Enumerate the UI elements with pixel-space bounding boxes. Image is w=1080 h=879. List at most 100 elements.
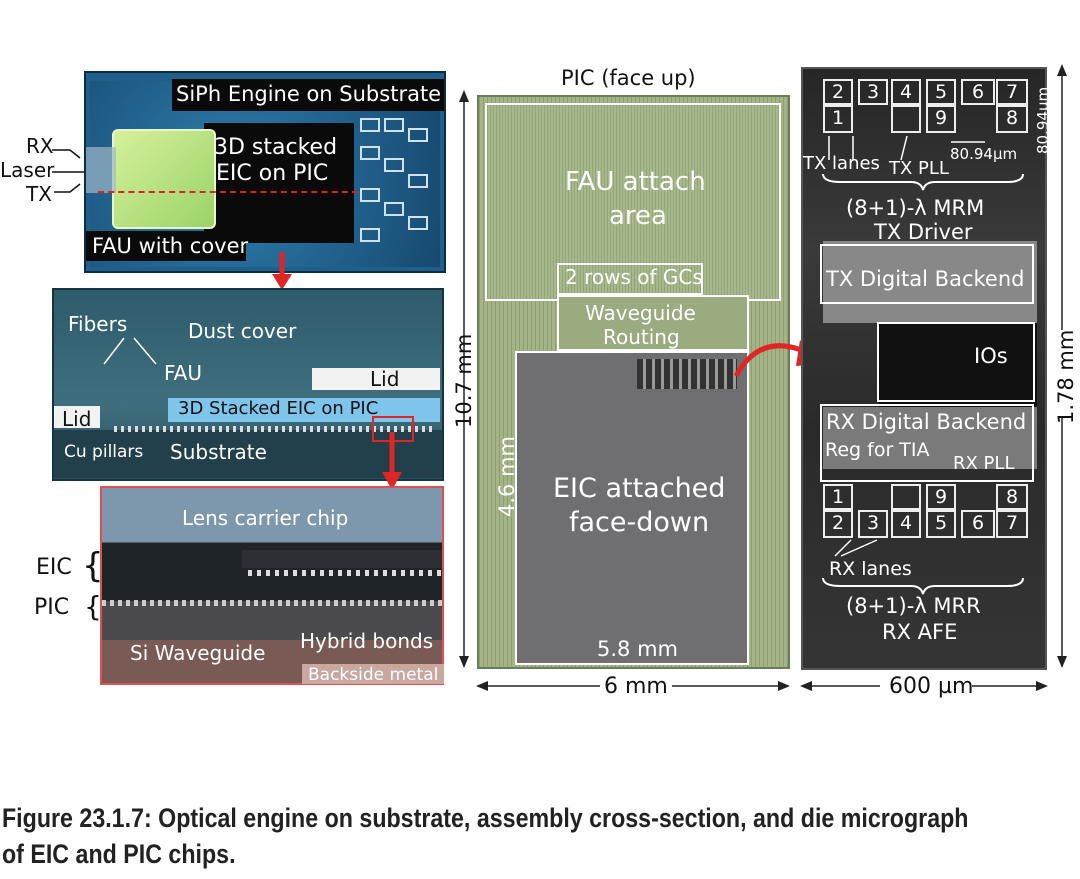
rx-cell: 1: [823, 484, 853, 510]
tx-cell: 2: [823, 79, 853, 105]
tx-mrm-2: TX Driver: [874, 220, 973, 244]
stacked-chip: [204, 123, 354, 243]
tx-pll-label: TX PLL: [889, 158, 949, 179]
lid-right-shape: [312, 368, 440, 390]
substrate-label: Substrate: [170, 440, 267, 464]
pic-die: FAU attach area 2 rows of GCs Waveguide …: [477, 95, 790, 669]
tx-cell: 8: [996, 105, 1028, 133]
stack-label-1: 3D stacked: [214, 135, 338, 160]
rx-cell: 4: [891, 510, 921, 538]
si-waveguide-label: Si Waveguide: [130, 641, 266, 665]
caption-line-2: of EIC and PIC chips.: [2, 839, 236, 869]
lid-left-shape: [54, 406, 100, 428]
laser-label: Laser: [0, 158, 55, 182]
tx-cell: 7: [996, 79, 1028, 105]
section-line: [98, 191, 358, 193]
rx-cell: 6: [961, 510, 995, 538]
tx-cell: 3: [858, 79, 888, 105]
tx-cell: 9: [926, 105, 956, 133]
width-eic-label: 5.8 mm: [597, 637, 678, 661]
tx-backend-box: [820, 244, 1034, 304]
fau-area-2: area: [609, 201, 667, 231]
eic-height-label: 1.78 mm: [1054, 329, 1078, 424]
pic-brace: {: [84, 590, 102, 623]
panel-a-title-bg: [172, 79, 444, 111]
eic-braces: [822, 135, 1024, 595]
tx-cell: 4: [891, 79, 921, 105]
tx-pll-cell: [891, 105, 921, 133]
caption-line-1: Figure 23.1.7: Optical engine on substra…: [2, 803, 969, 833]
io-arrows: [52, 149, 84, 193]
width-total-label: 6 mm: [600, 674, 672, 699]
backside-metal-label: Backside metal: [308, 665, 439, 685]
tx-backend-label: TX Digital Backend: [826, 267, 1025, 291]
rx-pll-cell: [891, 484, 921, 510]
rx-cell: 2: [823, 510, 853, 538]
rx-cell: 3: [858, 510, 888, 538]
eic-width-label: 600 µm: [889, 674, 974, 699]
tx-lanes-label: TX lanes: [803, 153, 880, 174]
fau-label: FAU with cover: [92, 234, 249, 258]
eic-brace: {: [82, 546, 104, 586]
rx-lanes-label: RX lanes: [829, 558, 912, 580]
lens-label: Lens carrier chip: [182, 506, 349, 530]
rx-backend-label: RX Digital Backend: [826, 410, 1027, 434]
stacked-band: [168, 398, 440, 422]
eic-thumbnail: [637, 359, 737, 389]
wg-routing-box: [557, 295, 749, 351]
eic-attached-2: face-down: [569, 507, 710, 538]
dust-cover-label: Dust cover: [188, 319, 297, 343]
rx-cell: 9: [926, 484, 956, 510]
fibers-label: Fibers: [68, 312, 128, 336]
pad-grid: [360, 118, 440, 248]
tx-cell: 5: [926, 79, 956, 105]
fau-area-1: FAU attach: [565, 167, 706, 197]
bond-pads: [362, 117, 438, 267]
tx-cell: 1: [823, 105, 853, 133]
cu-pillars-label: Cu pillars: [64, 442, 144, 462]
eic-dim-lines: [800, 64, 1067, 691]
stack-label-2: EIC on PIC: [216, 161, 329, 186]
eic-die: [801, 67, 1047, 670]
ios-box: [877, 322, 1035, 402]
lid-right-label: Lid: [370, 367, 400, 391]
gc-label: 2 rows of GCs: [565, 265, 703, 289]
fau-block: [112, 129, 216, 229]
pic-dim-lines: [459, 90, 790, 691]
stacked-label: 3D Stacked EIC on PIC: [178, 398, 379, 419]
figure-caption: Figure 23.1.7: Optical engine on substra…: [2, 800, 969, 872]
tx-mrm-1: (8+1)-λ MRM: [846, 196, 985, 220]
ios-label: IOs: [974, 344, 1008, 368]
wg-label-1: Waveguide: [585, 301, 696, 325]
eic-attached-1: EIC attached: [553, 473, 726, 504]
red-arrow-down-1: [272, 252, 292, 290]
eic-side-label: EIC: [36, 555, 72, 580]
rx-cell: 8: [996, 484, 1028, 510]
rx-mrr-1: (8+1)-λ MRR: [846, 594, 981, 618]
tx-cell: 6: [961, 79, 995, 105]
rx-cell: 7: [996, 510, 1028, 538]
eic-area-box: [515, 351, 749, 665]
pic-title: PIC (face up): [561, 66, 696, 90]
panel-sem: Lens carrier chip Si Waveguide Hybrid bo…: [100, 486, 444, 685]
rx-mrr-2: RX AFE: [882, 620, 958, 644]
panel-a-title: SiPh Engine on Substrate: [176, 82, 442, 106]
hybrid-bonds-label: Hybrid bonds: [300, 629, 434, 653]
tx-label: TX: [26, 182, 52, 206]
rx-cell: 5: [926, 510, 956, 538]
rx-label: RX: [26, 134, 54, 158]
pitch-label: 80.94µm: [950, 145, 1018, 163]
gc-box: [557, 263, 703, 295]
wg-label-2: Routing: [603, 325, 680, 349]
fau-b-label: FAU: [164, 361, 202, 385]
reg-tia-label: Reg for TIA: [825, 439, 930, 461]
rx-pll-label: RX PLL: [953, 453, 1015, 474]
red-arrow-down-2: [382, 432, 402, 490]
rx-backend-box: [820, 404, 1034, 482]
pic-side-label: PIC: [34, 595, 70, 620]
lid-left-label: Lid: [62, 407, 92, 431]
panel-engine-photo: SiPh Engine on Substrate 3D stacked EIC …: [84, 71, 446, 273]
panel-cross-section: Fibers Dust cover FAU Lid Lid 3D Stacked…: [52, 288, 444, 481]
height-total-label: 10.7 mm: [452, 333, 476, 428]
fiber-arrows: [103, 337, 157, 365]
